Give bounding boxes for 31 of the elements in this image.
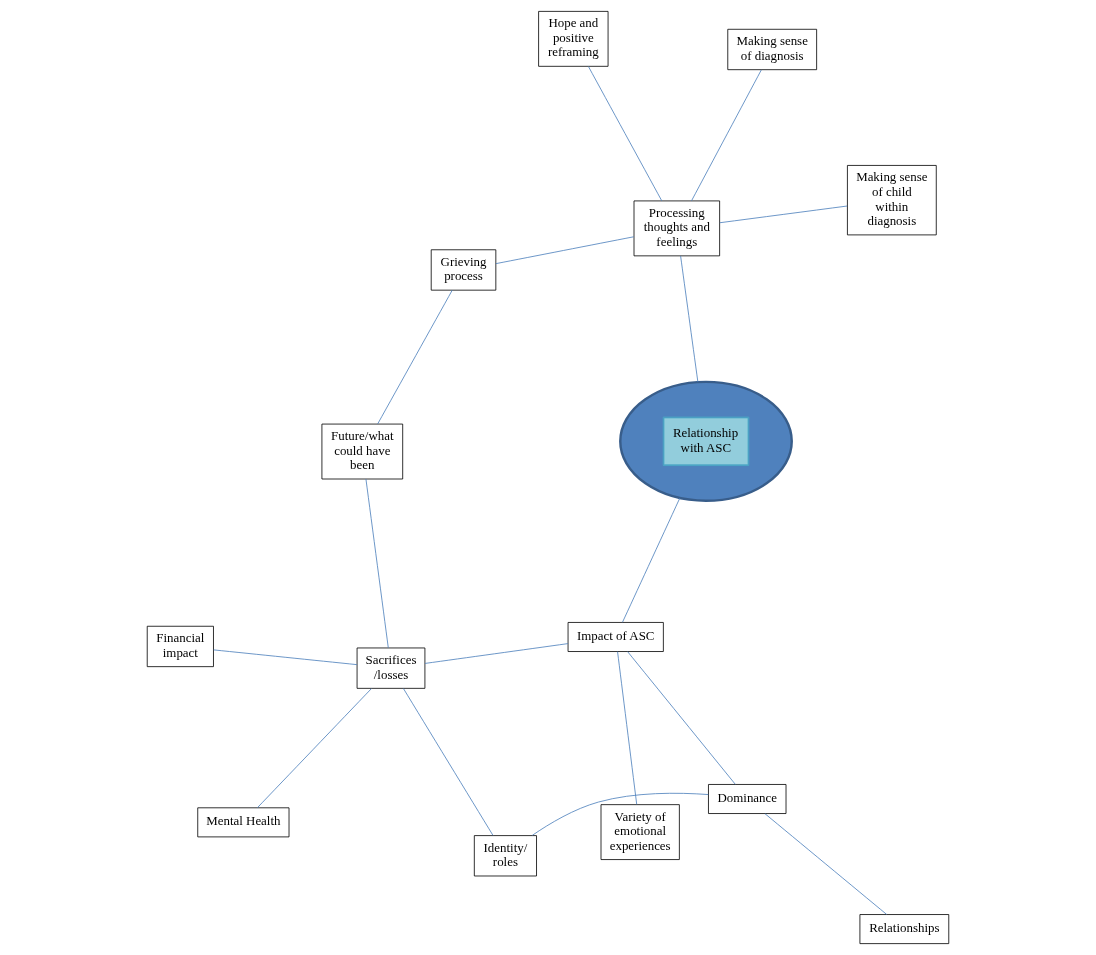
connector [622, 497, 681, 623]
connector [213, 649, 358, 666]
connector [256, 688, 372, 809]
node-box: Relationships [859, 914, 950, 944]
node-box: Future/what could have been [321, 423, 404, 480]
node-box: Impact of ASC [567, 622, 664, 652]
node-box: Variety of emotional experiences [600, 804, 680, 860]
connector [424, 643, 569, 664]
node-box: Making sense of child within diagnosis [847, 165, 937, 236]
node-box: Financial impact [146, 625, 214, 668]
node-box: Sacrifices /losses [356, 647, 426, 689]
node-box: Hope and positive reframing [538, 11, 609, 67]
connector [365, 478, 389, 649]
connector [403, 688, 494, 836]
connector [531, 792, 709, 836]
connector [719, 205, 848, 224]
node-ellipse: Relationship with ASC [619, 380, 793, 502]
node-box: Mental Health [197, 807, 290, 838]
connector [627, 651, 736, 785]
node-box: Identity/ roles [473, 835, 537, 877]
node-box: Processing thoughts and feelings [633, 200, 721, 257]
node-box: Grieving process [430, 249, 497, 291]
connector [680, 255, 699, 383]
node-box: Dominance [708, 784, 787, 814]
node-box: Making sense of diagnosis [727, 28, 818, 71]
connector [495, 236, 635, 265]
connector [377, 289, 453, 425]
connector [764, 813, 888, 915]
connector [588, 66, 663, 202]
connector [691, 69, 762, 202]
connector [617, 651, 638, 805]
